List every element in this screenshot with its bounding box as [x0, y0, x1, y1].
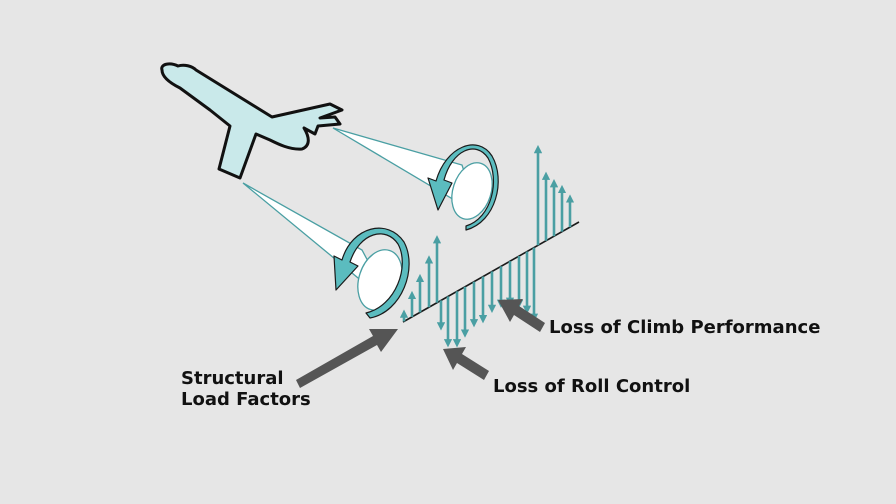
label-line: Structural [181, 368, 284, 389]
arrow-icon [443, 347, 489, 380]
vortex-upper [332, 127, 499, 231]
label-line: Load Factors [181, 389, 311, 410]
rotation-arrow-icon [427, 144, 499, 231]
pointer-climb-performance [498, 299, 545, 332]
label-loss-of-climb-performance: Loss of Climb Performance [549, 317, 821, 338]
arrow-icon [498, 299, 545, 332]
rotation-arrow-icon [333, 227, 410, 319]
arrow-icon [296, 329, 398, 388]
pointer-roll-control [443, 347, 489, 380]
vortex-lower [242, 182, 410, 319]
label-structural-load-factors: Structural Load Factors [181, 368, 311, 410]
label-loss-of-roll-control: Loss of Roll Control [493, 376, 691, 397]
load-profile-graph [399, 144, 580, 348]
airplane-icon [160, 62, 344, 180]
pointer-structural [296, 329, 398, 388]
